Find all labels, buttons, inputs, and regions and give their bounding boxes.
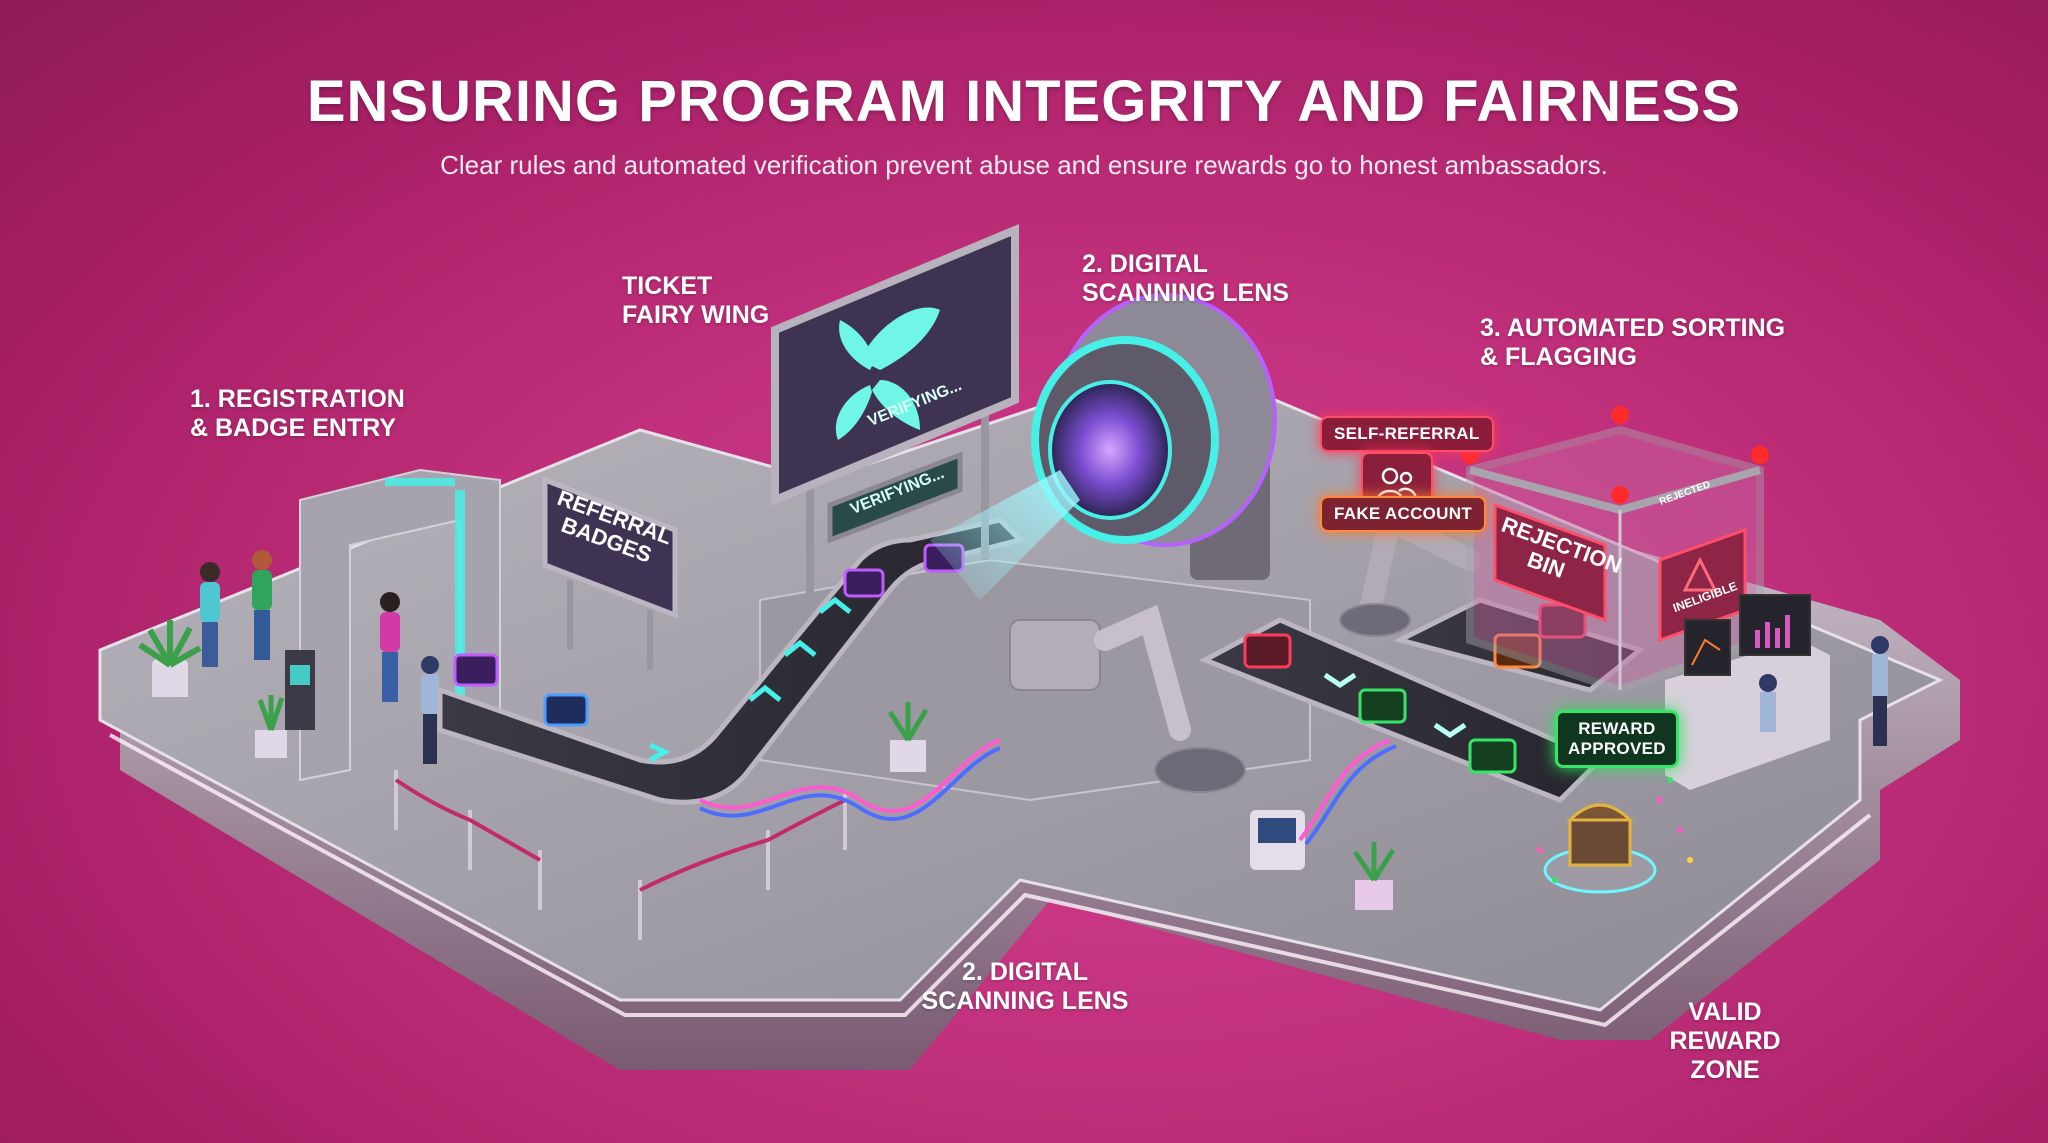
conveyor-belt-sorting xyxy=(1199,597,1646,803)
cables xyxy=(699,738,1397,846)
verifying-billboard xyxy=(771,224,1019,600)
callout-scanning-lens-bottom: 2. DIGITAL SCANNING LENS xyxy=(921,958,1129,1015)
self-referral-flag: SELF-REFERRAL xyxy=(1320,416,1494,452)
people-in-line xyxy=(200,550,439,764)
treasure-chest xyxy=(1537,757,1693,894)
potted-plants xyxy=(138,620,1396,910)
fake-account-flag: FAKE ACCOUNT xyxy=(1320,496,1487,532)
status-kiosk xyxy=(1250,810,1305,870)
page-title: ENSURING PROGRAM INTEGRITY AND FAIRNESS xyxy=(306,69,1742,134)
callout-scanning-lens-top: 2. DIGITAL SCANNING LENS xyxy=(1082,250,1289,307)
reward-approved-badge: REWARD APPROVED xyxy=(1555,710,1679,768)
queue-stanchions xyxy=(394,770,847,940)
referral-badges-sign xyxy=(542,476,678,670)
callout-ticket-fairy-wing: TICKET FAIRY WING xyxy=(622,272,770,329)
page-subtitle: Clear rules and automated verification p… xyxy=(440,150,1608,180)
callout-registration: 1. REGISTRATION & BADGE ENTRY xyxy=(190,385,405,442)
callout-valid-reward-zone: VALID REWARD ZONE xyxy=(1669,998,1781,1084)
digital-scanning-lens xyxy=(930,293,1277,600)
registration-gate xyxy=(285,468,501,782)
robot-arms xyxy=(1009,503,1481,793)
monitoring-desk xyxy=(1665,594,1889,790)
callout-sorting-flagging: 3. AUTOMATED SORTING & FLAGGING xyxy=(1480,314,1786,371)
